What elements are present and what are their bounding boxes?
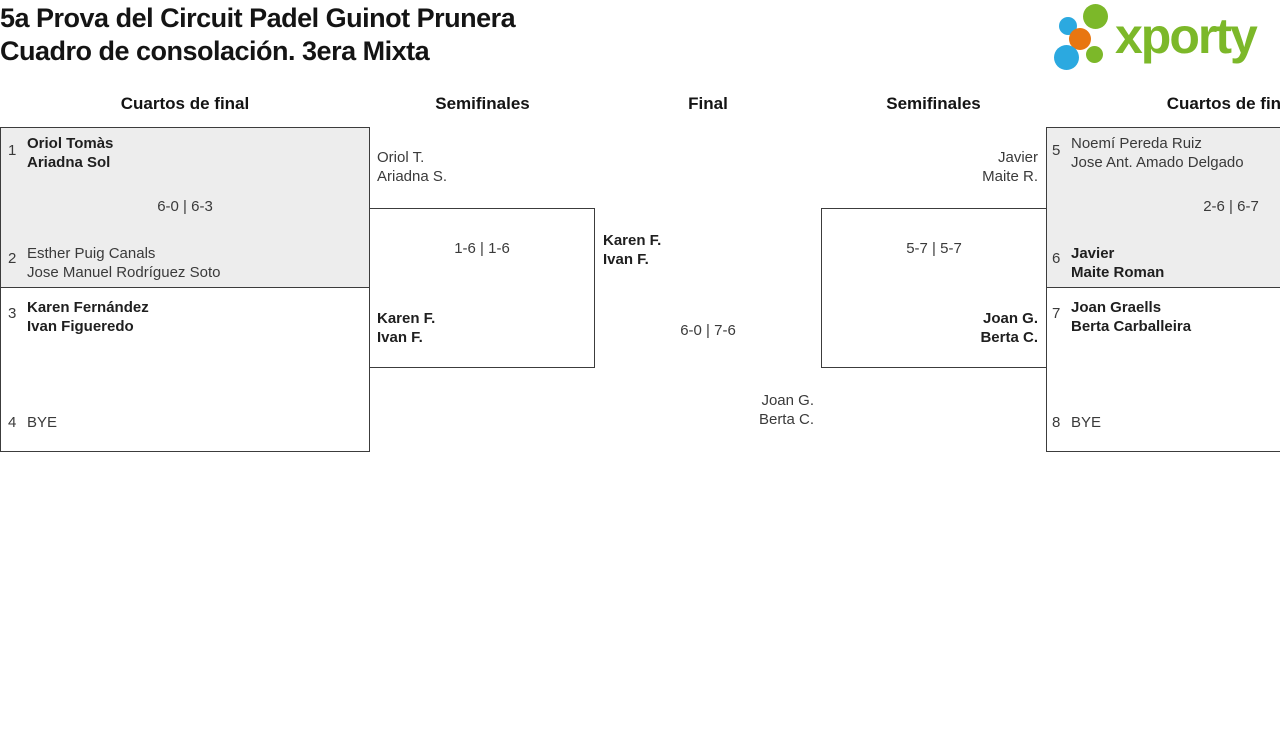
match-box-sf2 (821, 208, 1047, 368)
player-name: Jose Ant. Amado Delgado (1071, 154, 1244, 171)
seed-number: 2 (8, 250, 17, 267)
team-karen-ivan: Karen Fernández Ivan Figueredo (27, 298, 149, 336)
player-name: Ivan F. (603, 251, 649, 268)
round-header-final: Final (688, 94, 728, 113)
logo-dot-green-small-icon (1086, 46, 1103, 63)
team-joan-berta-sf: Joan G. Berta C. (821, 309, 1038, 347)
player-name: Joan Graells (1071, 299, 1162, 316)
player-name: Oriol T. (377, 149, 425, 166)
team-joan-berta-final: Joan G. Berta C. (595, 391, 814, 429)
player-name: Ariadna Sol (27, 154, 111, 171)
player-name: Berta C. (758, 411, 814, 428)
team-karen-ivan-final: Karen F. Ivan F. (603, 231, 661, 269)
seed-number: 5 (1052, 142, 1061, 159)
seed-number: 7 (1052, 305, 1061, 322)
logo-dot-blue-large-icon (1054, 45, 1079, 70)
match-box-sf1 (369, 208, 595, 368)
player-name: Ivan Figueredo (27, 318, 134, 335)
seed-number: 8 (1052, 414, 1061, 431)
match-score-qf3: 2-6 | 6-7 (1203, 198, 1259, 215)
team-joan-berta: Joan Graells Berta Carballeira (1071, 298, 1191, 336)
match-box-qf2 (0, 287, 370, 452)
seed-number: 6 (1052, 250, 1061, 267)
bye-label: BYE (27, 414, 58, 431)
team-oriol-ariadna-sf: Oriol T. Ariadna S. (377, 148, 447, 186)
xporty-wordmark: xporty (1115, 8, 1258, 64)
player-name: Joan G. (982, 310, 1038, 327)
bye-label: BYE (1071, 414, 1102, 431)
team-javier-maite-sf: Javier Maite R. (821, 148, 1038, 186)
player-name: Jose Manuel Rodríguez Soto (27, 264, 221, 281)
match-score-qf1: 6-0 | 6-3 (157, 198, 213, 215)
player-name: Noemí Pereda Ruiz (1071, 135, 1202, 152)
team-esther-josemanuel: Esther Puig Canals Jose Manuel Rodríguez… (27, 244, 220, 282)
player-name: Javier (997, 149, 1038, 166)
match-score-sf2: 5-7 | 5-7 (906, 240, 962, 257)
team-bye: BYE (27, 413, 57, 432)
draw-subtitle: Cuadro de consolación. 3era Mixta (0, 36, 430, 66)
round-header-semifinals-left: Semifinales (435, 94, 530, 113)
player-name: Ariadna S. (377, 168, 448, 185)
round-header-quarterfinals-left: Cuartos de final (120, 94, 250, 113)
seed-number: 3 (8, 305, 17, 322)
team-oriol-ariadna: Oriol Tomàs Ariadna Sol (27, 134, 113, 172)
player-name: Karen Fernández (27, 299, 149, 316)
round-header-quarterfinals-right: Cuartos de final (1166, 94, 1280, 113)
team-bye: BYE (1071, 413, 1101, 432)
player-name: Karen F. (377, 310, 436, 327)
player-name: Maite Roman (1071, 264, 1165, 281)
player-name: Javier (1071, 245, 1115, 262)
page-title: 5a Prova del Circuit Padel Guinot Pruner… (0, 2, 516, 68)
match-score-final: 6-0 | 7-6 (680, 322, 736, 339)
player-name: Oriol Tomàs (27, 135, 114, 152)
tournament-name: 5a Prova del Circuit Padel Guinot Pruner… (0, 3, 516, 33)
logo-dot-orange-icon (1069, 28, 1091, 50)
seed-number: 1 (8, 142, 17, 159)
player-name: Berta Carballeira (1071, 318, 1192, 335)
match-box-qf4 (1046, 287, 1280, 452)
player-name: Joan G. (761, 392, 814, 409)
player-name: Ivan F. (377, 329, 423, 346)
match-box-qf1 (0, 127, 370, 288)
xporty-logo[interactable]: xporty (1046, 0, 1280, 78)
logo-dot-green-large-icon (1083, 4, 1108, 29)
player-name: Karen F. (603, 232, 662, 249)
match-score-sf1: 1-6 | 1-6 (454, 240, 510, 257)
match-box-qf3 (1046, 127, 1280, 288)
player-name: Esther Puig Canals (27, 245, 156, 262)
team-karen-ivan-sf: Karen F. Ivan F. (377, 309, 435, 347)
player-name: Berta C. (980, 329, 1038, 346)
player-name: Maite R. (982, 168, 1038, 185)
team-javier-maite: Javier Maite Roman (1071, 244, 1164, 282)
team-noemi-joseant: Noemí Pereda Ruiz Jose Ant. Amado Delgad… (1071, 134, 1244, 172)
seed-number: 4 (8, 414, 17, 431)
round-header-semifinals-right: Semifinales (886, 94, 981, 113)
